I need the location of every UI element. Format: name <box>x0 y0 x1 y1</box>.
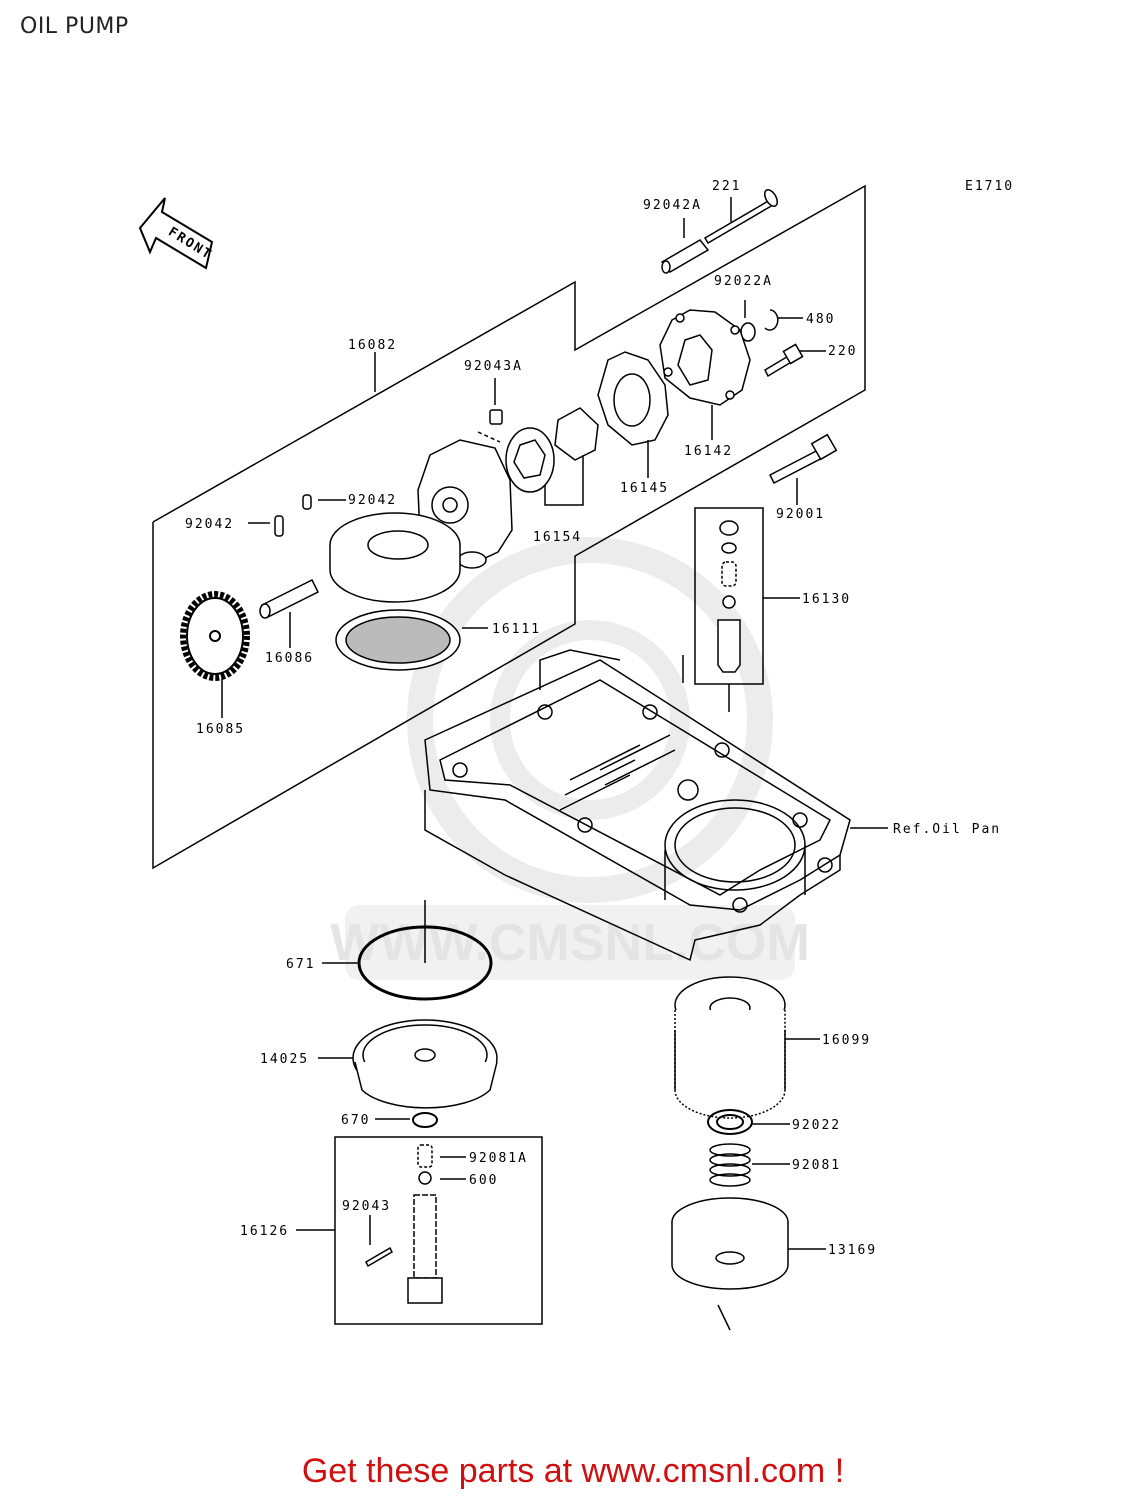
rotor-set-16154-drawing <box>505 407 599 506</box>
spring-92081-drawing <box>709 1143 790 1187</box>
footer-link[interactable]: Get these parts at www.cmsnl.com ! <box>301 1452 845 1490</box>
washer-92022-drawing <box>707 1109 790 1135</box>
part-label-16154[interactable]: 16154 <box>533 530 582 545</box>
washer-92022A-drawing <box>740 300 756 342</box>
part-label-92042-lower[interactable]: 92042 <box>185 517 234 532</box>
o-ring-670-drawing <box>375 1112 438 1128</box>
part-label-16126[interactable]: 16126 <box>240 1224 289 1239</box>
oil-filter-16099-drawing <box>674 976 820 1119</box>
part-label-220[interactable]: 220 <box>828 344 857 359</box>
strainer-16111-drawing <box>335 609 488 671</box>
shaft-16086-drawing <box>259 578 320 648</box>
part-label-16085[interactable]: 16085 <box>196 722 245 737</box>
bolt-220-drawing <box>764 343 826 378</box>
part-label-221[interactable]: 221 <box>712 179 741 194</box>
part-label-92022[interactable]: 92022 <box>792 1118 841 1133</box>
relief-valve-16130-drawing <box>717 520 741 673</box>
part-label-16099[interactable]: 16099 <box>822 1033 871 1048</box>
oil-pan-drawing <box>424 649 888 962</box>
collar-92042A-drawing <box>660 218 710 274</box>
part-label-16082[interactable]: 16082 <box>348 338 397 353</box>
part-label-92081A[interactable]: 92081A <box>469 1151 528 1166</box>
cover-14025-drawing <box>318 1019 498 1109</box>
part-label-480[interactable]: 480 <box>806 312 835 327</box>
o-ring-671-drawing <box>322 900 493 1001</box>
diagram-code: E1710 <box>965 179 1014 194</box>
gasket-16145-drawing <box>597 351 669 478</box>
part-label-16142[interactable]: 16142 <box>684 444 733 459</box>
gear-16085-drawing <box>180 591 250 718</box>
circlip-480-drawing <box>764 309 803 331</box>
part-label-92043[interactable]: 92043 <box>342 1199 391 1214</box>
page-title: OIL PUMP <box>20 14 129 39</box>
relief-valve-16130-frame <box>682 507 800 712</box>
part-label-92022A[interactable]: 92022A <box>714 274 773 289</box>
part-label-ref-oil-pan[interactable]: Ref.Oil Pan <box>893 822 1001 837</box>
part-label-16130[interactable]: 16130 <box>802 592 851 607</box>
strainer-housing-drawing <box>329 512 461 603</box>
watermark: WWW.CMSNL.COM <box>330 537 810 980</box>
part-label-600[interactable]: 600 <box>469 1173 498 1188</box>
part-label-92081[interactable]: 92081 <box>792 1158 841 1173</box>
part-label-13169[interactable]: 13169 <box>828 1243 877 1258</box>
part-label-92043A[interactable]: 92043A <box>464 359 523 374</box>
part-label-16145[interactable]: 16145 <box>620 481 669 496</box>
front-arrow-icon: FRONT <box>138 197 215 270</box>
bolt-92001-drawing <box>768 433 838 505</box>
bolt-221-drawing <box>703 189 778 245</box>
filter-cup-13169-drawing <box>671 1197 826 1331</box>
part-label-16086[interactable]: 16086 <box>265 651 314 666</box>
watermark-text: WWW.CMSNL.COM <box>330 914 809 972</box>
pin-92042-drawing <box>248 494 346 537</box>
part-label-671[interactable]: 671 <box>286 957 315 972</box>
dowel-92043A-drawing <box>477 378 503 443</box>
part-label-16111[interactable]: 16111 <box>492 622 541 637</box>
part-label-92001[interactable]: 92001 <box>776 507 825 522</box>
part-label-92042A[interactable]: 92042A <box>643 198 702 213</box>
part-label-670[interactable]: 670 <box>341 1113 370 1128</box>
part-label-92042-upper[interactable]: 92042 <box>348 493 397 508</box>
pump-assembly-frame <box>152 184 866 870</box>
bypass-valve-16126-frame <box>296 1136 543 1325</box>
bypass-valve-16126-drawing <box>365 1144 466 1304</box>
pump-cover-16142-drawing <box>659 309 751 440</box>
part-label-14025[interactable]: 14025 <box>260 1052 309 1067</box>
